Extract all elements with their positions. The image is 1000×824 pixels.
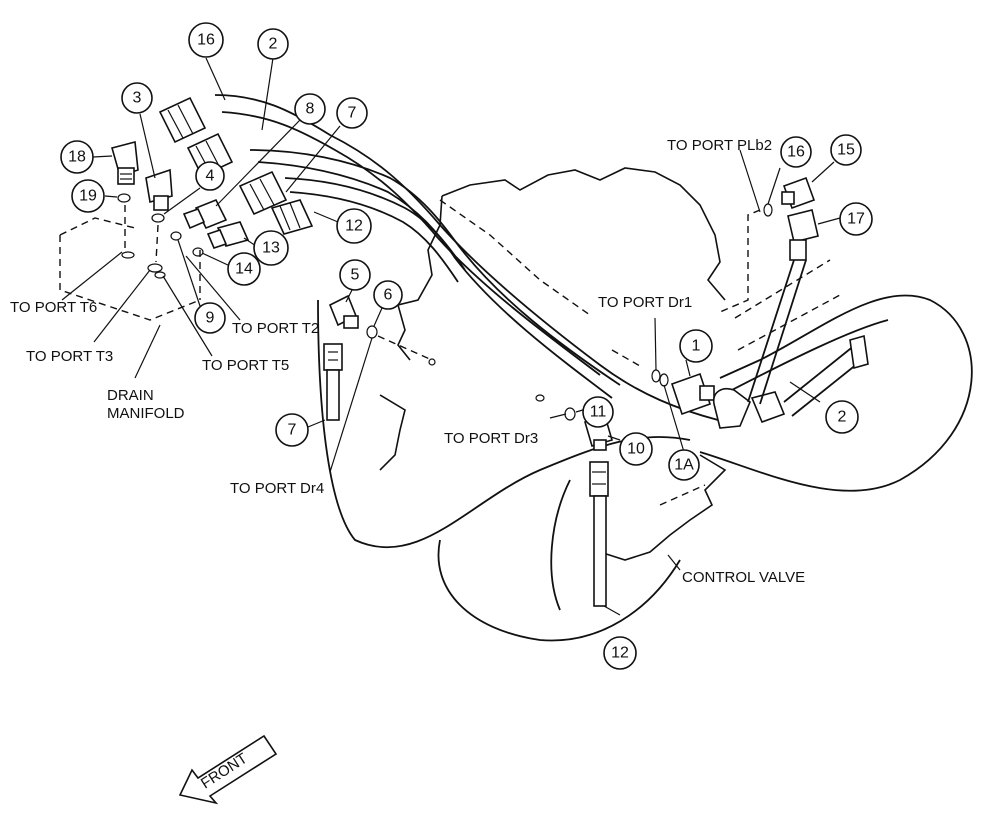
fitting-5 bbox=[328, 294, 359, 329]
svg-text:2: 2 bbox=[838, 409, 847, 426]
callout-13: 13 bbox=[253, 230, 289, 266]
svg-text:12: 12 bbox=[611, 645, 629, 662]
oring-near-8 bbox=[170, 231, 182, 241]
svg-text:7: 7 bbox=[348, 105, 357, 122]
svg-text:17: 17 bbox=[847, 211, 865, 228]
label-port-dr1: TO PORT Dr1 bbox=[598, 294, 692, 311]
callout-17: 17 bbox=[839, 202, 873, 236]
label-port-dr3: TO PORT Dr3 bbox=[444, 430, 538, 447]
hose-bundle bbox=[214, 94, 719, 421]
callout-18: 18 bbox=[60, 140, 94, 174]
elbow-hose-end-2 bbox=[712, 334, 869, 429]
svg-text:6: 6 bbox=[384, 287, 393, 304]
callout-12-lower: 12 bbox=[603, 636, 637, 670]
label-control-valve: CONTROL VALVE bbox=[682, 569, 805, 586]
label-port-t3: TO PORT T3 bbox=[26, 348, 113, 365]
callout-7-top: 7 bbox=[336, 97, 368, 129]
svg-text:3: 3 bbox=[133, 90, 142, 107]
label-port-plb2: TO PORT PLb2 bbox=[667, 137, 772, 154]
fitting-8 bbox=[182, 198, 228, 230]
oring-14 bbox=[192, 247, 204, 257]
label-port-dr4: TO PORT Dr4 bbox=[230, 480, 324, 497]
svg-text:18: 18 bbox=[68, 149, 86, 166]
oring-16-right bbox=[763, 203, 773, 217]
oring-11 bbox=[564, 407, 576, 421]
callout-12-top: 12 bbox=[336, 208, 372, 244]
label-drain-manifold-2: MANIFOLD bbox=[107, 405, 185, 422]
fitting-3-elbow bbox=[145, 168, 173, 211]
callout-7-lower: 7 bbox=[275, 413, 309, 447]
callout-1a: 1A bbox=[668, 449, 700, 481]
callout-10: 10 bbox=[619, 432, 653, 466]
fitting-17-hose bbox=[747, 209, 819, 405]
svg-text:12: 12 bbox=[345, 218, 363, 235]
svg-text:19: 19 bbox=[79, 188, 97, 205]
svg-text:16: 16 bbox=[787, 144, 805, 161]
hose-7-lower bbox=[323, 343, 343, 421]
oring-4 bbox=[151, 213, 165, 223]
callout-1: 1 bbox=[679, 329, 713, 363]
hose-end-7-top bbox=[238, 170, 288, 216]
svg-text:9: 9 bbox=[206, 310, 215, 327]
svg-text:15: 15 bbox=[837, 142, 855, 159]
front-arrow: FRONT bbox=[178, 734, 278, 805]
fitting-12-upper bbox=[270, 199, 314, 235]
fitting-18-elbow bbox=[111, 140, 139, 185]
callout-6: 6 bbox=[373, 280, 403, 310]
callout-19: 19 bbox=[71, 179, 105, 213]
oring-19 bbox=[117, 193, 131, 203]
svg-text:7: 7 bbox=[288, 422, 297, 439]
svg-text:11: 11 bbox=[590, 404, 607, 421]
svg-text:16: 16 bbox=[197, 32, 215, 49]
label-port-t6: TO PORT T6 bbox=[10, 299, 97, 316]
callout-2-top: 2 bbox=[257, 28, 289, 60]
fitting-1 bbox=[670, 372, 715, 416]
callout-15: 15 bbox=[830, 134, 862, 166]
label-port-t2: TO PORT T2 bbox=[232, 320, 319, 337]
callout-14: 14 bbox=[227, 252, 261, 286]
svg-text:13: 13 bbox=[262, 240, 280, 257]
fitting-13 bbox=[206, 221, 250, 249]
callout-5: 5 bbox=[339, 259, 371, 291]
callout-11: 11 bbox=[582, 396, 614, 428]
callout-2-right: 2 bbox=[825, 400, 859, 434]
svg-text:14: 14 bbox=[235, 261, 253, 278]
hose-12-lower bbox=[589, 461, 609, 607]
oring-1a-a bbox=[651, 369, 661, 383]
svg-text:8: 8 bbox=[306, 101, 315, 118]
svg-text:10: 10 bbox=[627, 441, 645, 458]
oring-1a-b bbox=[659, 373, 669, 387]
oring-6 bbox=[366, 325, 378, 339]
callout-4: 4 bbox=[195, 161, 225, 191]
callout-8: 8 bbox=[294, 93, 326, 125]
svg-text:4: 4 bbox=[206, 168, 215, 185]
callout-16-top: 16 bbox=[188, 22, 224, 58]
svg-text:1: 1 bbox=[692, 338, 701, 355]
hose-end-16 bbox=[158, 96, 207, 144]
label-port-t5: TO PORT T5 bbox=[202, 357, 289, 374]
callout-9: 9 bbox=[194, 302, 226, 334]
svg-text:2: 2 bbox=[269, 36, 278, 53]
hose-loop-2 bbox=[317, 294, 973, 642]
callout-16-right: 16 bbox=[780, 136, 812, 168]
svg-text:1A: 1A bbox=[674, 457, 694, 474]
drain-manifold-block bbox=[59, 217, 201, 321]
callout-3: 3 bbox=[121, 82, 153, 114]
fitting-15 bbox=[781, 176, 816, 210]
hose-end-2-top bbox=[186, 132, 234, 178]
svg-text:5: 5 bbox=[351, 267, 360, 284]
label-drain-manifold-1: DRAIN bbox=[107, 387, 154, 404]
